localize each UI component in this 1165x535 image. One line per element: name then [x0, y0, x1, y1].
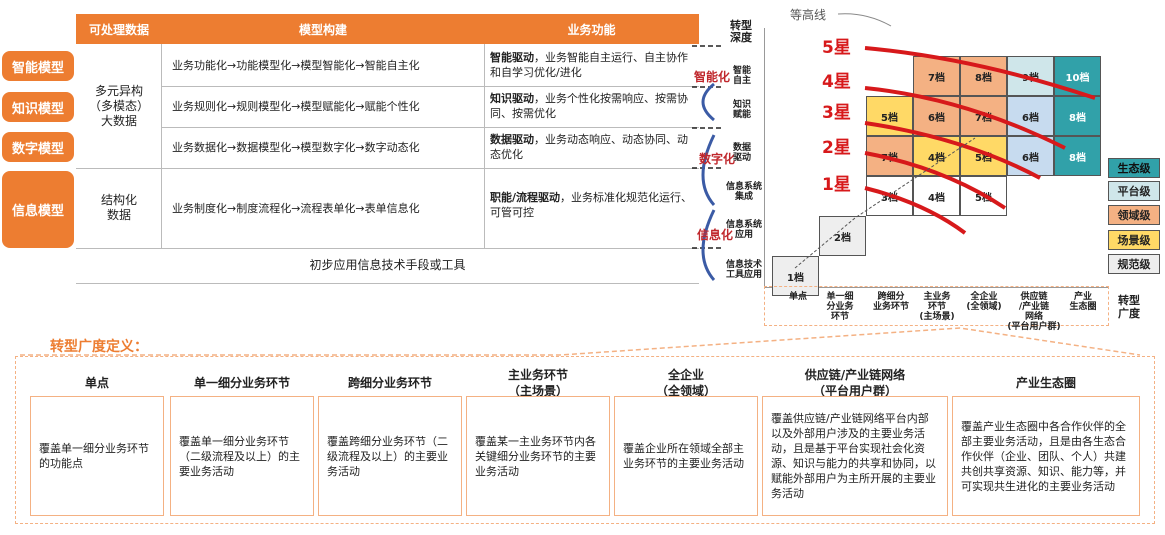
legend-domain: 领域级	[1108, 205, 1160, 225]
grid-chart-frame	[764, 28, 1109, 288]
definition-panel	[15, 356, 1155, 524]
model-row-digital: 业务数据化→数据模型化→模型数字化→数字动态化	[172, 141, 420, 154]
x-label-enterprise: 全企业 (全领域)	[966, 292, 1002, 312]
legend-standard: 规范级	[1108, 254, 1160, 274]
label-digitalization: 数字化	[699, 152, 736, 166]
star-2: 2星	[822, 138, 851, 158]
digital-model-label: 数字模型	[2, 132, 74, 162]
connector-arrows	[692, 45, 724, 281]
x-label-cross-segment: 跨细分 业务环节	[872, 292, 909, 312]
grid-cell: 6档	[1007, 136, 1054, 176]
def-desc-cross-segment: 覆盖跨细分业务环节（二级流程及以上）的主要业务活动	[318, 396, 462, 516]
depth-level-tool-application: 信息技术 工具应用	[725, 260, 762, 280]
label-informatization: 信息化	[697, 228, 734, 242]
contour-label: 等高线	[790, 8, 827, 22]
function-row-smart: 智能驱动，业务智能自主运行、自主协作和自学习优化/进化	[490, 51, 688, 79]
info-model-label: 信息模型	[2, 171, 74, 248]
def-desc-single: 覆盖单一细分业务环节的功能点	[30, 396, 164, 516]
def-desc-ecosystem: 覆盖产业生态圈中各合作伙伴的全部主要业务活动，且是由各生态合作伙伴（企业、团队、…	[952, 396, 1140, 516]
depth-level-sys-integration: 信息系统 集成	[725, 182, 762, 202]
grid-cell: 5档	[960, 136, 1007, 176]
def-header-supply-chain: 供应链/产业链网络 （平台用户群）	[804, 368, 906, 398]
def-desc-single-segment: 覆盖单一细分业务环节（二级流程及以上）的主要业务活动	[170, 396, 314, 516]
depth-level-knowledge: 知识 赋能	[732, 100, 751, 120]
def-header-single-segment: 单一细分业务环节	[193, 376, 290, 390]
x-label-main-segment: 主业务 环节 (主场景)	[919, 292, 955, 322]
breadth-axis-label: 转型 广度	[1118, 294, 1140, 320]
x-label-ecosystem: 产业 生态圈	[1069, 292, 1097, 312]
legend-platform: 平台级	[1108, 181, 1160, 201]
function-row-digital: 数据驱动，业务动态响应、动态协同、动态优化	[490, 133, 688, 161]
legend-scenario: 场景级	[1108, 230, 1160, 250]
def-header-ecosystem: 产业生态圈	[1015, 376, 1076, 390]
function-row-knowledge: 知识驱动，业务个性化按需响应、按需协同、按需优化	[490, 92, 688, 120]
grid-cell: 2档	[819, 216, 866, 256]
depth-axis-label: 转型 深度	[730, 19, 752, 44]
knowledge-model-label: 知识模型	[2, 92, 74, 122]
def-desc-main-segment: 覆盖某一主业务环节内各关键细分业务环节的主要业务活动	[466, 396, 610, 516]
x-label-single: 单点	[788, 292, 807, 302]
depth-level-data: 数据 驱动	[732, 143, 751, 163]
star-3: 3星	[822, 103, 851, 123]
model-row-smart: 业务功能化→功能模型化→模型智能化→智能自主化	[172, 58, 420, 72]
grid-cell: 8档	[1054, 96, 1101, 136]
header-data: 可处理数据	[76, 14, 162, 44]
contour-pointer	[837, 13, 892, 27]
contour-lines	[794, 46, 1096, 269]
star-1: 1星	[822, 175, 851, 195]
legend-ecosystem: 生态级	[1108, 158, 1160, 178]
breadth-definition-title: 转型广度定义：	[50, 339, 148, 355]
def-desc-supply-chain: 覆盖供应链/产业链网络平台内部以及外部用户涉及的主要业务活动，且是基于平台实现社…	[762, 396, 948, 516]
def-header-cross-segment: 跨细分业务环节	[347, 376, 432, 390]
def-header-single: 单点	[84, 376, 109, 390]
grid-cell: 8档	[960, 56, 1007, 96]
grid-cell: 1档	[772, 256, 819, 296]
function-row-info: 职能/流程驱动，业务标准化规范化运行、可管可控	[490, 191, 693, 219]
smart-model-label: 智能模型	[2, 51, 74, 81]
label-intelligentization: 智能化	[694, 70, 731, 84]
x-label-supply-chain: 供应链 /产业链 网络 (平台用户群)	[1007, 292, 1061, 332]
star-5: 5星	[822, 38, 851, 58]
star-4: 4星	[822, 72, 851, 92]
def-header-main-segment: 主业务环节 （主场景）	[507, 368, 568, 398]
def-desc-enterprise: 覆盖企业所在领域全部主业务环节的主要业务活动	[614, 396, 758, 516]
grid-cell: 7档	[913, 56, 960, 96]
model-row-knowledge: 业务规则化→规则模型化→模型赋能化→赋能个性化	[172, 100, 420, 113]
callout-pointer	[20, 327, 1141, 356]
model-row-info: 业务制度化→制度流程化→流程表单化→表单信息化	[172, 201, 420, 215]
data-type-structured: 结构化 数据	[100, 193, 137, 222]
x-label-single-segment: 单一细 分业务 环节	[826, 292, 854, 322]
x-axis-frame	[764, 286, 1109, 326]
header-function: 业务功能	[484, 14, 699, 44]
header-model: 模型构建	[162, 14, 484, 44]
def-header-enterprise: 全企业 （全领域）	[655, 368, 716, 398]
data-type-multimodal: 多元异构 （多模态） 大数据	[88, 83, 149, 128]
footer-basic-it: 初步应用信息技术手段或工具	[309, 258, 466, 272]
grid-cell: 8档	[1054, 136, 1101, 176]
grid-cell: 6档	[1007, 96, 1054, 136]
depth-level-smart: 智能 自主	[732, 66, 751, 86]
depth-level-sys-application: 信息系统 应用	[725, 220, 762, 240]
